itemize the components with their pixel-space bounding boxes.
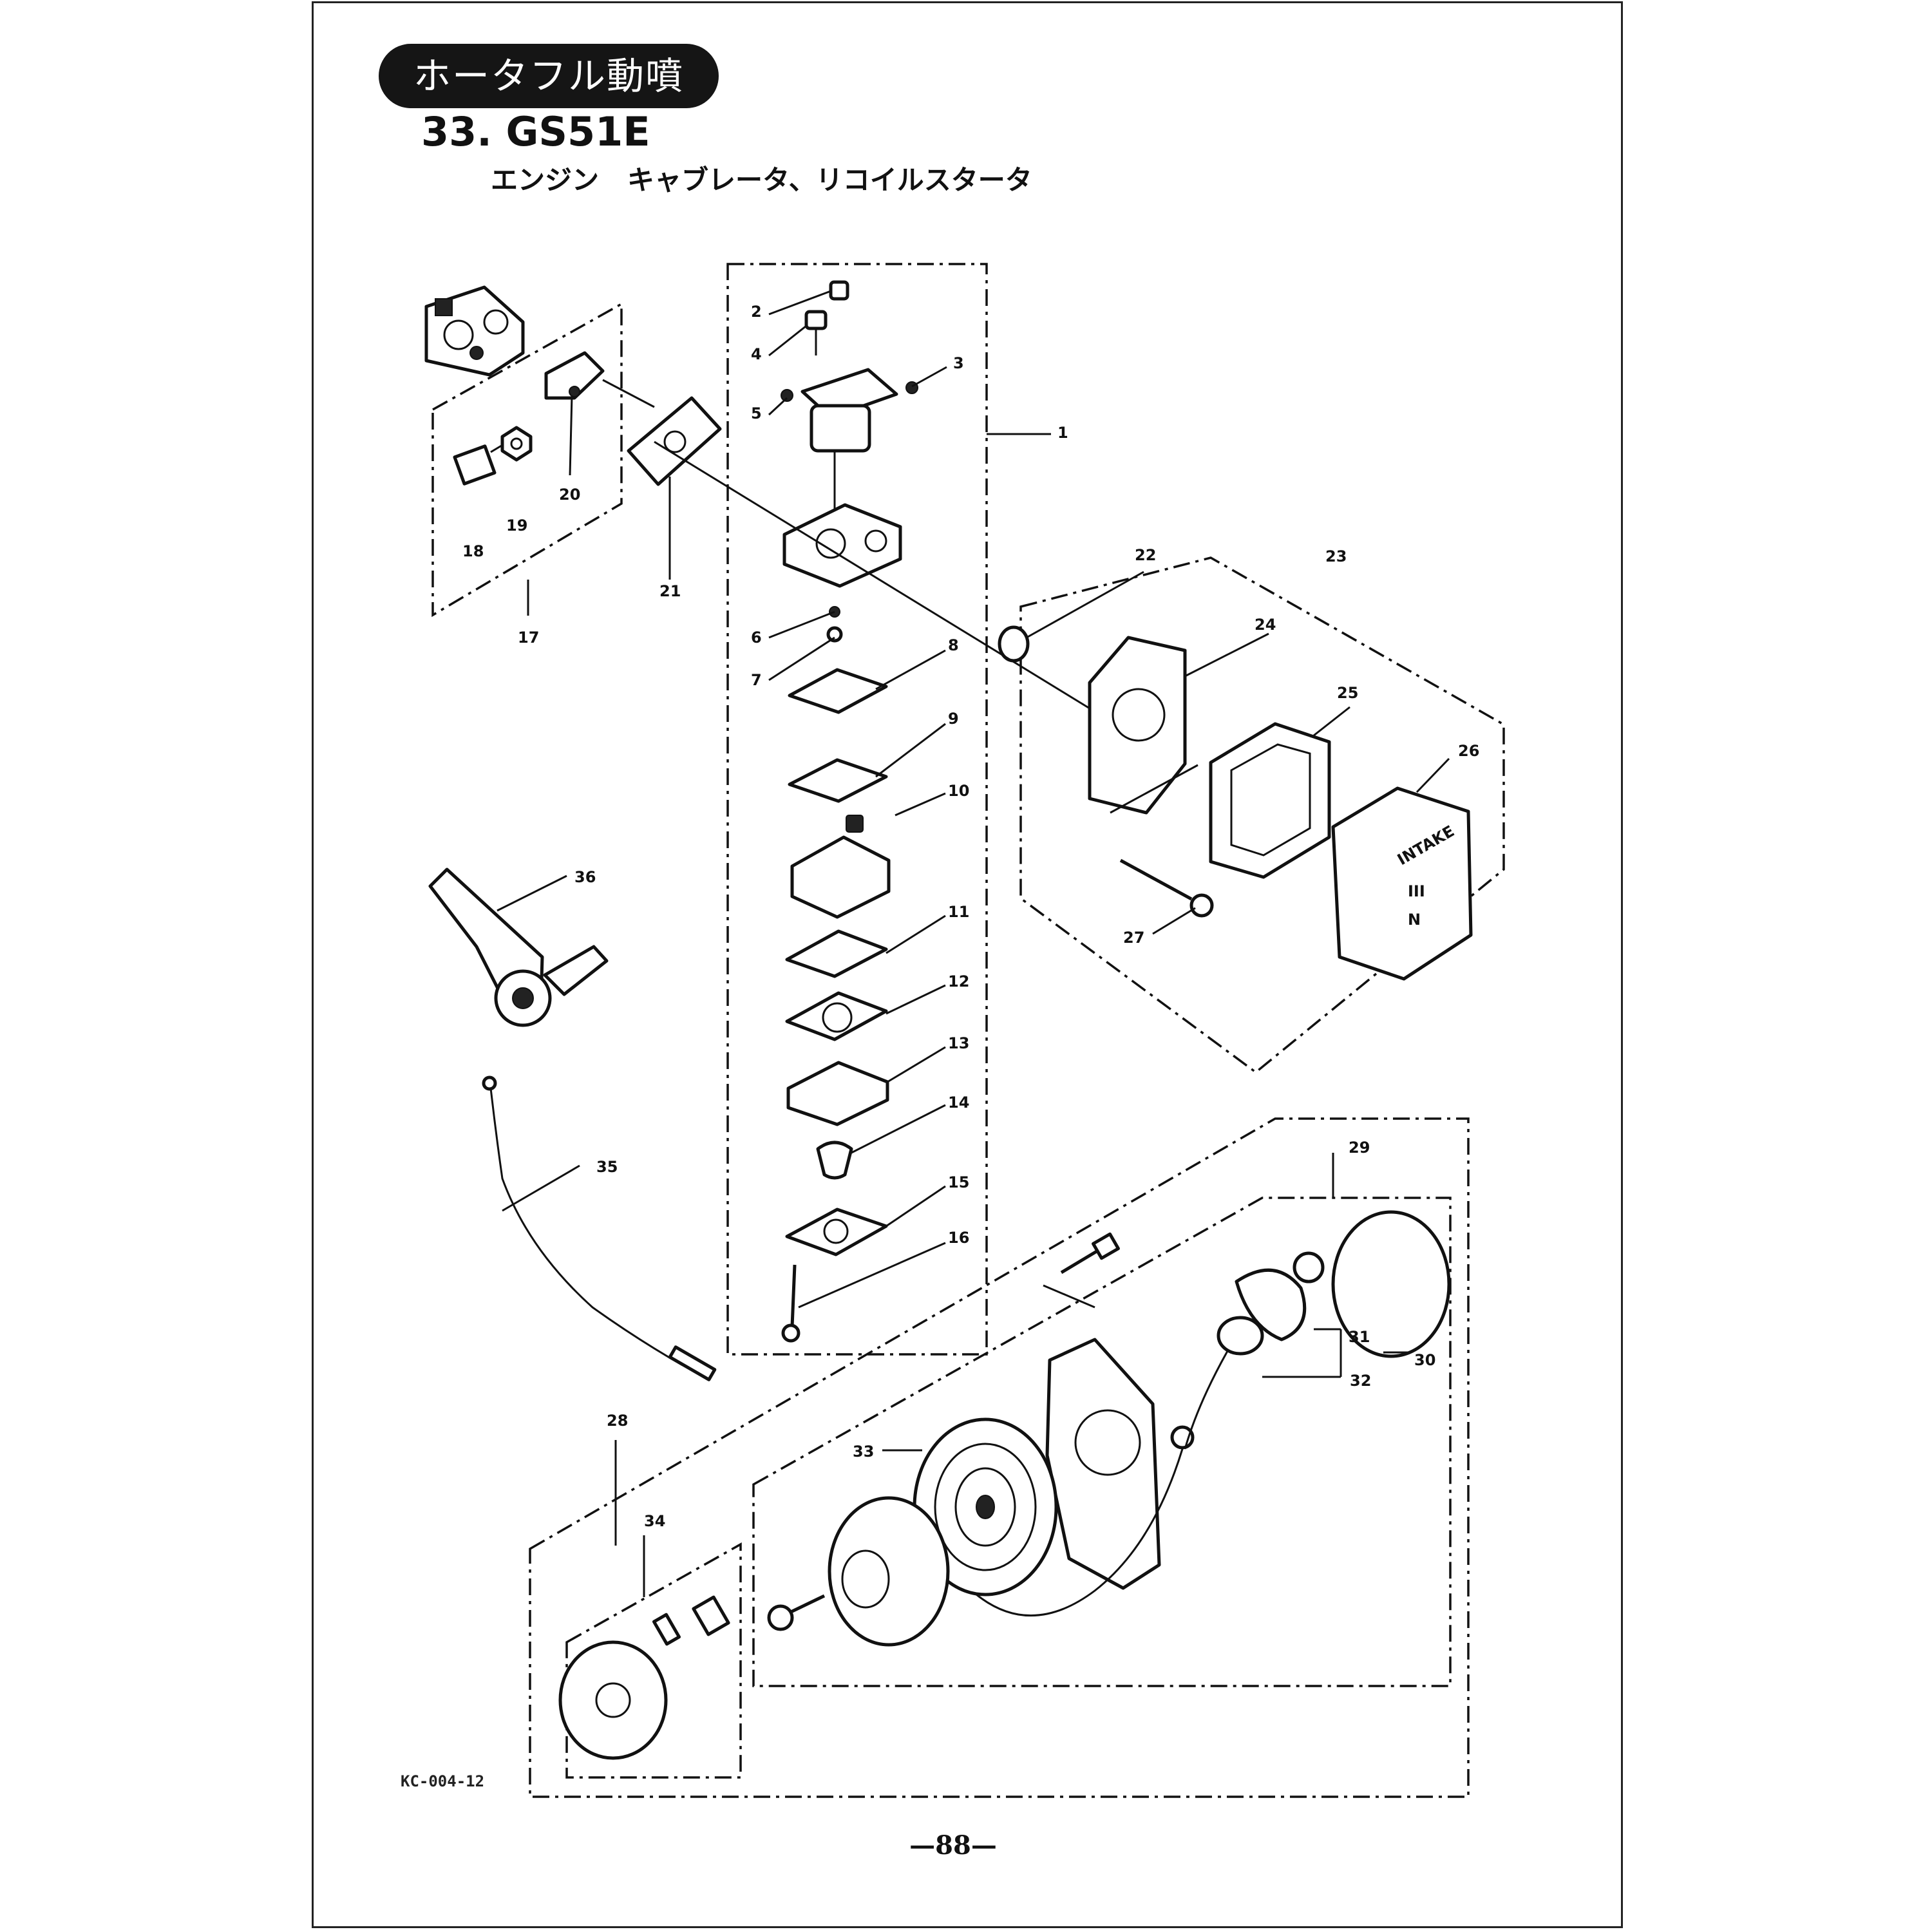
- handle-cap: [1331, 1210, 1451, 1358]
- adjust-screw-18: [453, 443, 504, 486]
- air-cleaner-case-24: [1088, 636, 1198, 815]
- group-34-outline: [565, 1542, 742, 1779]
- starter-pulley-34: [558, 1595, 730, 1760]
- part-label-20: 20: [559, 486, 580, 504]
- carburetor-parts-stack: [781, 280, 918, 1343]
- part-label-15: 15: [948, 1173, 969, 1191]
- part-label-3: 3: [953, 354, 964, 372]
- part-label-22: 22: [1135, 546, 1156, 564]
- nut-19: [500, 426, 533, 462]
- throttle-cable-35: [482, 1075, 717, 1381]
- part-label-23: 23: [1325, 547, 1347, 565]
- throttle-lever-36: [428, 867, 609, 1027]
- starter-handle-31: [1235, 1251, 1325, 1341]
- air-cleaner-cover-26: INTAKE III N: [1331, 786, 1473, 981]
- part-label-31: 31: [1349, 1328, 1370, 1346]
- part-label-24: 24: [1255, 616, 1276, 634]
- part-label-6: 6: [751, 629, 762, 647]
- part-label-35: 35: [596, 1158, 618, 1176]
- part-label-29: 29: [1349, 1139, 1370, 1157]
- cover-mark-1: III: [1408, 882, 1425, 900]
- pulley-bolt: [767, 1594, 826, 1631]
- part-label-25: 25: [1337, 684, 1358, 702]
- document-code: KC-004-12: [401, 1772, 485, 1790]
- primer-pump-body: [424, 285, 525, 377]
- part-label-32: 32: [1350, 1372, 1371, 1390]
- bolt-27: [1119, 858, 1214, 918]
- assembly-line-pump: [602, 379, 655, 408]
- cover-mark-2: N: [1408, 911, 1421, 929]
- part-label-1: 1: [1057, 424, 1068, 442]
- starter-case: [1045, 1338, 1195, 1590]
- part-label-13: 13: [948, 1034, 969, 1052]
- subtitle-sub: キャブレータ、リコイルスタータ: [627, 164, 1032, 196]
- gasket-21: [627, 396, 722, 486]
- page-number: —88—: [909, 1830, 997, 1861]
- category-badge: ホータフル動噴: [379, 44, 719, 108]
- starter-rope: [952, 1350, 1229, 1617]
- part-label-26: 26: [1458, 742, 1479, 760]
- section-title: 33. GS51E: [421, 108, 650, 155]
- assembly-line-starter: [1043, 1284, 1095, 1309]
- part-label-9: 9: [948, 710, 959, 728]
- air-filter-25: [1209, 722, 1331, 879]
- model-name: GS51E: [506, 108, 650, 155]
- part-label-8: 8: [948, 636, 959, 654]
- part-label-21: 21: [659, 582, 681, 600]
- recoil-pulley: [828, 1496, 950, 1647]
- group-23-outline: [1019, 556, 1505, 1074]
- part-label-33: 33: [853, 1443, 874, 1461]
- part-label-16: 16: [948, 1229, 969, 1247]
- section-subtitle: エンジンキャブレータ、リコイルスタータ: [491, 158, 1032, 198]
- part-label-28: 28: [607, 1412, 628, 1430]
- part-label-2: 2: [751, 303, 762, 321]
- part-label-30: 30: [1414, 1351, 1435, 1369]
- part-label-12: 12: [948, 972, 969, 990]
- group-28-outline: [529, 1117, 1470, 1798]
- part-label-18: 18: [462, 542, 484, 560]
- part-label-34: 34: [644, 1512, 665, 1530]
- part-label-10: 10: [948, 782, 969, 800]
- part-number-labels: 2 4 3 5 1 6 7 8 9 10 11 12 13 14 15 16 2…: [462, 303, 1479, 1530]
- part-label-7: 7: [751, 671, 762, 689]
- rope-guide-32: [1217, 1316, 1264, 1356]
- part-label-5: 5: [751, 404, 762, 422]
- group-29-outline: [752, 1197, 1452, 1687]
- leader-lines: [497, 290, 1450, 1597]
- bracket-20: [544, 351, 605, 400]
- part-label-36: 36: [574, 868, 596, 886]
- part-label-4: 4: [751, 345, 762, 363]
- section-number: 33.: [421, 108, 492, 155]
- part-label-11: 11: [948, 903, 969, 921]
- starter-bolt: [1060, 1232, 1120, 1274]
- assembly-line-carb: [654, 440, 1090, 710]
- group-17-outline: [431, 302, 623, 618]
- part-label-19: 19: [506, 516, 527, 535]
- part-label-27: 27: [1123, 929, 1144, 947]
- subtitle-main: エンジン: [491, 164, 600, 196]
- group-1-outline: [726, 263, 988, 1356]
- part-label-17: 17: [518, 629, 539, 647]
- part-label-14: 14: [948, 1094, 969, 1112]
